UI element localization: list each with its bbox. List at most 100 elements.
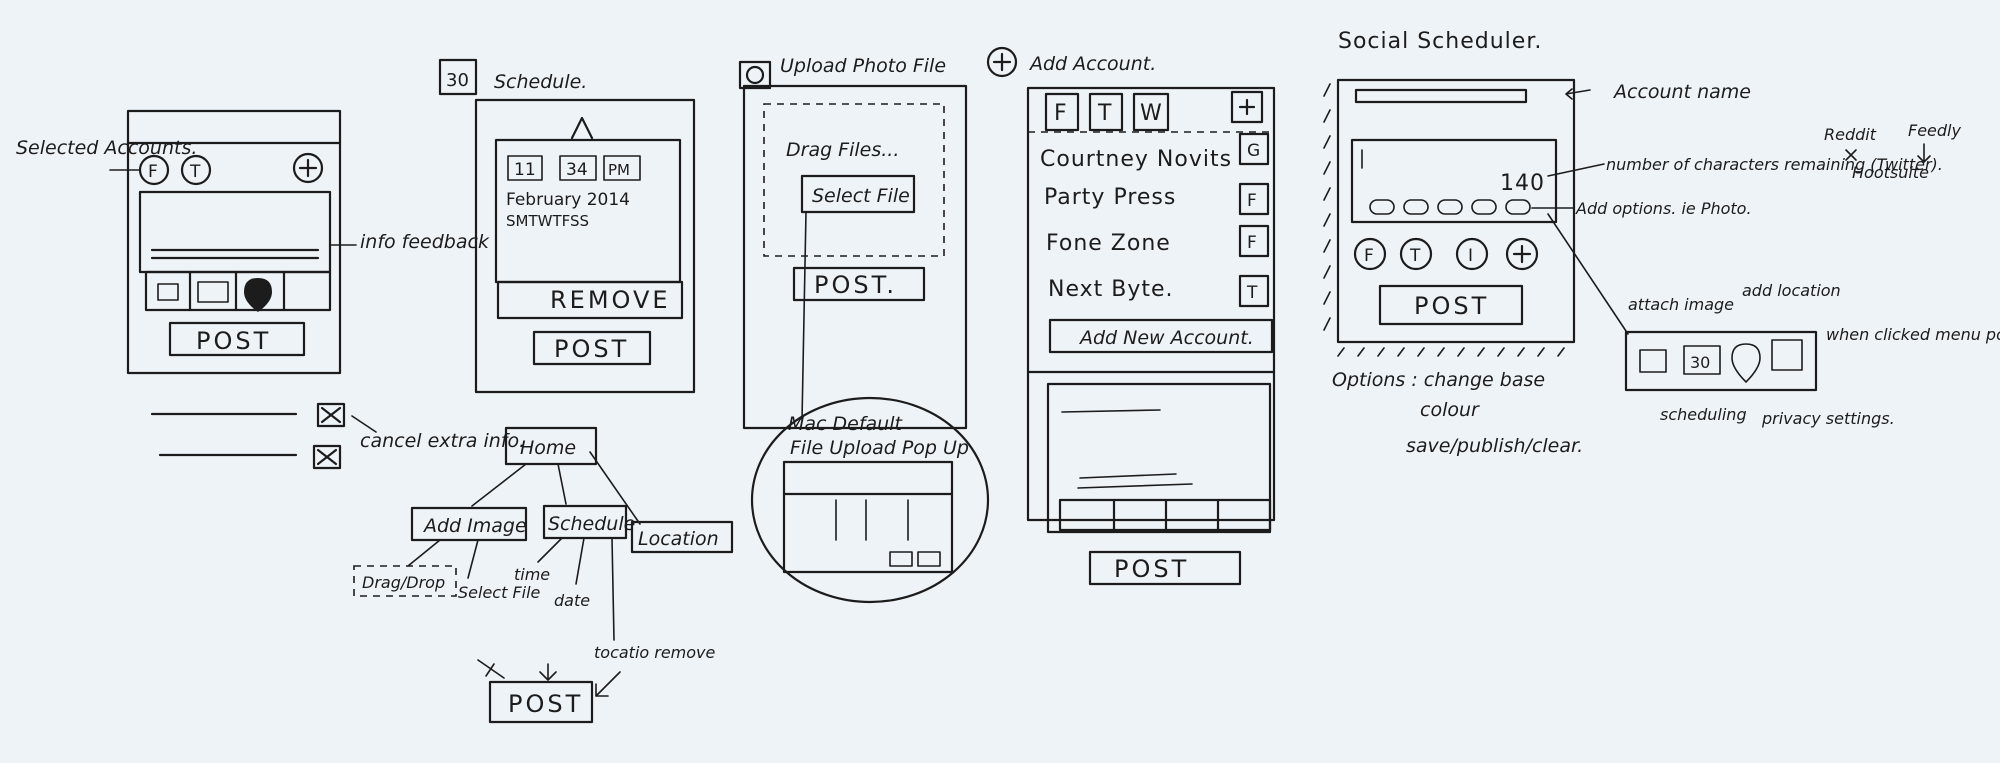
tab-wordpress — [1132, 92, 1170, 132]
add-network-plus-icon — [1505, 237, 1539, 271]
composer-post-label: POST — [196, 327, 271, 355]
svg-text:F: F — [1364, 246, 1374, 266]
competitor-hootsuite: Hootsuite — [1852, 163, 1929, 182]
image-arrow-icon — [477, 659, 505, 679]
drag-files-label: Drag Files... — [786, 139, 899, 161]
phone-frame — [742, 84, 968, 430]
schedule-title: Schedule. — [494, 71, 587, 93]
add-options-annotation: Add options. ie Photo. — [1575, 199, 1752, 218]
tree-node-select-file: Select File — [458, 583, 541, 602]
phone-frame — [474, 98, 696, 394]
wireframe-composer: F T POST Selected Accounts. info feedbac… — [16, 109, 525, 470]
composer-post-button — [168, 321, 306, 357]
competitor-feedly: Feedly — [1908, 121, 1961, 140]
schedule-post-label: POST — [554, 335, 629, 363]
info-feedback-annotation: info feedback — [360, 231, 490, 253]
competitor-reddit: Reddit — [1824, 125, 1877, 144]
add-account-plus-icon — [986, 46, 1018, 78]
site-map-tree: Home Add Image Schedule Location Drag/Dr… — [353, 426, 734, 724]
scheduler-post-label: POST — [1414, 292, 1489, 320]
mac-file-dialog — [782, 460, 954, 574]
add-account-post-button — [1088, 550, 1242, 586]
svg-text:F: F — [1054, 101, 1068, 126]
character-count: 140 — [1500, 171, 1545, 196]
add-account-title: Add Account. — [1028, 53, 1156, 75]
selected-accounts-annotation: Selected Accounts. — [16, 137, 197, 159]
phone-frame — [126, 109, 342, 375]
tab-twitter — [1088, 92, 1124, 132]
tree-node-tocatio-remove: tocatio remove — [594, 643, 716, 662]
svg-text:T: T — [1246, 283, 1258, 303]
options-note-2: colour — [1420, 399, 1480, 421]
camera-icon — [157, 283, 179, 301]
scheduling-calendar-icon — [1683, 345, 1721, 375]
svg-text:Add Image: Add Image — [422, 515, 527, 537]
account-courtney-novits: Courtney Novits — [1040, 147, 1232, 172]
social-scheduler-title: Social Scheduler. — [1338, 29, 1542, 54]
tree-node-add-image — [410, 506, 528, 542]
twitter-circle-icon — [180, 154, 212, 186]
upload-post-button — [792, 266, 926, 302]
scheduling-annotation: scheduling — [1660, 405, 1747, 424]
svg-text:W: W — [1140, 101, 1163, 126]
account-next-byte: Next Byte. — [1048, 277, 1174, 302]
privacy-annotation: privacy settings. — [1761, 409, 1895, 428]
privacy-lock-icon — [1771, 339, 1803, 371]
svg-text:30: 30 — [1690, 353, 1710, 372]
twitter-circle-icon — [1399, 237, 1433, 271]
options-popup-menu — [1624, 330, 1818, 392]
svg-text:POST: POST — [508, 690, 583, 718]
ampm-field: PM — [608, 161, 630, 179]
phone-frame — [1336, 78, 1576, 344]
add-options-slot — [1505, 199, 1531, 215]
instagram-circle-icon — [1455, 237, 1489, 271]
wireframe-social-scheduler: Social Scheduler. Account name 140 numbe… — [1323, 29, 2000, 457]
location-pin-icon — [244, 278, 272, 312]
select-file-label: Select File — [812, 185, 910, 207]
facebook-letter: F — [148, 162, 158, 182]
tree-node-date: date — [554, 591, 590, 610]
options-note-3: save/publish/clear. — [1406, 435, 1583, 457]
phone-frame — [1026, 86, 1276, 522]
account-badge — [1238, 274, 1270, 308]
attach-image-icon — [1639, 349, 1667, 373]
svg-text:Location: Location — [638, 528, 719, 550]
minute-field: 34 — [566, 160, 588, 180]
month-label: February 2014 — [506, 190, 630, 210]
cancel-x-icon — [316, 402, 346, 428]
message-input-box — [138, 190, 332, 274]
svg-text:G: G — [1247, 141, 1260, 161]
mac-popup-label-1: Mac Default — [788, 413, 903, 435]
chars-remaining-annotation: number of characters remaining (Twitter)… — [1606, 155, 1943, 174]
remove-button — [496, 280, 684, 320]
account-party-press: Party Press — [1044, 185, 1176, 210]
twitter-letter: T — [189, 162, 201, 182]
cancel-x-icon-2 — [312, 444, 342, 470]
wireframe-schedule: 30 Schedule. 11 34 PM February 2014 SMTW… — [438, 58, 696, 394]
composer-preview-box — [1046, 382, 1272, 534]
account-badge — [1238, 182, 1270, 216]
remove-label: REMOVE — [550, 286, 671, 314]
facebook-circle-icon — [1353, 237, 1387, 271]
add-account-plus-icon — [292, 152, 324, 184]
add-account-post-label: POST — [1114, 555, 1189, 583]
remove-arrow-icon — [595, 671, 621, 697]
weekday-row: SMTWTFSS — [506, 212, 589, 230]
when-clicked-annotation: when clicked menu pops up (not static). … — [1826, 325, 2000, 344]
tree-node-home — [504, 426, 598, 466]
camera-icon — [738, 60, 772, 90]
svg-text:Schedule: Schedule — [548, 513, 635, 535]
calendar-day: 30 — [446, 70, 469, 91]
account-name-bar — [1354, 88, 1528, 104]
drag-drop-zone — [763, 103, 945, 257]
tree-node-schedule — [542, 504, 628, 540]
account-name-annotation: Account name — [1612, 81, 1751, 103]
schedule-post-button — [532, 330, 652, 366]
tree-post-button — [488, 680, 594, 724]
upload-post-label: POST. — [814, 271, 897, 299]
calendar-icon — [197, 281, 229, 303]
svg-text:Home: Home — [520, 437, 576, 459]
svg-text:Drag/Drop: Drag/Drop — [362, 573, 445, 592]
svg-text:F: F — [1247, 233, 1257, 253]
